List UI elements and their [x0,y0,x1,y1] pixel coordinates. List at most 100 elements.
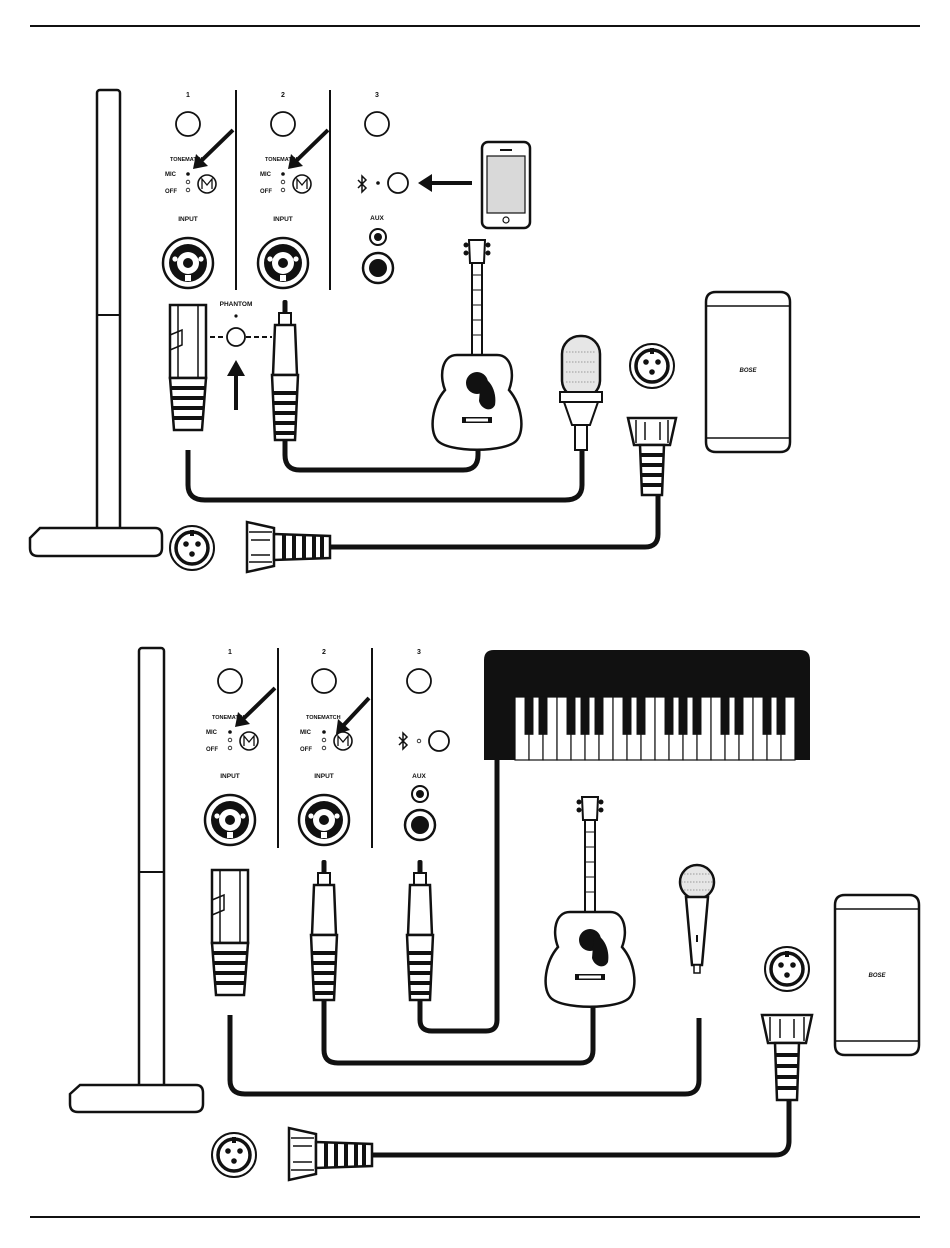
volume-knob[interactable] [312,669,336,693]
arrow-icon [293,130,328,164]
led [186,180,190,184]
tonematch-m-icon[interactable] [334,732,352,750]
keyboard-icon [484,650,810,760]
arrow-icon [341,698,369,728]
black-key [777,697,786,735]
black-key [595,697,604,735]
speaker-logo: BOSE [739,368,757,374]
off-label: OFF [260,189,272,195]
combo-input-jack[interactable] [258,238,308,288]
input-label: INPUT [314,773,334,780]
bluetooth-icon [399,733,407,749]
xlr-connector-icon [212,870,248,995]
phantom-led [234,314,237,317]
black-key [525,697,534,735]
acoustic-guitar-icon [433,240,522,450]
mic-cable [230,1015,699,1094]
led [281,180,285,184]
input-label: INPUT [273,216,293,223]
black-key [623,697,632,735]
channel-number: 1 [186,92,190,99]
combo-input-jack[interactable] [205,795,255,845]
volume-knob[interactable] [407,669,431,693]
mic-led [322,730,326,734]
quarter-inch-plug-icon [311,860,337,1000]
mic-label: MIC [165,172,177,178]
black-key [763,697,772,735]
speakon-connector-icon [289,1128,372,1180]
column-array-icon [30,90,162,556]
off-label: OFF [165,189,177,195]
off-led [281,188,285,192]
handheld-mic-icon [680,865,714,973]
black-key [735,697,744,735]
black-key [539,697,548,735]
black-key [679,697,688,735]
channel-number: 2 [322,649,326,656]
arrow-icon [418,174,432,192]
combo-input-jack[interactable] [163,238,213,288]
phantom-label: PHANTOM [220,301,253,308]
channel-number: 3 [417,649,421,656]
quarter-inch-plug-icon [272,300,298,440]
aux-label: AUX [412,773,426,780]
condenser-mic-icon [560,336,602,450]
speaker-cable [330,495,658,547]
input-label: INPUT [178,216,198,223]
keyboard-keys [515,697,795,760]
mic-led [281,172,285,176]
column-array-icon [70,648,203,1112]
off-label: OFF [300,747,312,753]
bluetooth-led [417,739,421,743]
combo-input-jack[interactable] [299,795,349,845]
off-led [228,746,232,750]
mic-label: MIC [206,730,218,736]
quarter-inch-plug-icon [407,860,433,1000]
black-key [665,697,674,735]
black-key [637,697,646,735]
arrow-icon [227,360,245,376]
off-led [186,188,190,192]
phantom-power-button[interactable] [227,328,245,346]
volume-knob[interactable] [271,112,295,136]
volume-knob[interactable] [218,669,242,693]
channel-number: 3 [375,92,379,99]
diagram-two: 1 2 3 TONEMATCH MIC OFF TONEMATCH MIC OF… [70,648,919,1180]
tonematch-m-icon[interactable] [293,175,311,193]
xlr-connector-icon [630,344,674,388]
tonematch-m-icon[interactable] [240,732,258,750]
mic-cable [188,450,582,500]
arrow-icon [198,130,233,164]
speakon-connector-icon [762,1015,812,1100]
diagram-one: 1 2 3 TONEMATCH MIC OFF TONEMATCH MIC OF… [30,90,790,572]
speaker-cable [370,1100,789,1155]
bluetooth-led [376,181,380,185]
mic-label: MIC [260,172,272,178]
led [322,738,326,742]
smartphone-icon [482,142,530,228]
speakon-connector-icon [247,522,330,572]
volume-knob[interactable] [365,112,389,136]
off-label: OFF [206,747,218,753]
input-label: INPUT [220,773,240,780]
mic-led [186,172,190,176]
bluetooth-pair-button[interactable] [429,731,449,751]
channel-number: 1 [228,649,232,656]
xlr-connector-icon [765,947,809,991]
bluetooth-pair-button[interactable] [388,173,408,193]
aux-label: AUX [370,215,384,222]
mic-led [228,730,232,734]
tonematch-label: TONEMATCH [306,715,341,721]
volume-knob[interactable] [176,112,200,136]
acoustic-guitar-icon [546,797,635,1007]
black-key [693,697,702,735]
tonematch-m-icon[interactable] [198,175,216,193]
speakon-connector-icon [628,418,676,495]
bluetooth-icon [358,176,366,192]
black-key [567,697,576,735]
off-led [322,746,326,750]
xlr-connector-icon [170,305,206,430]
arrow-icon [240,688,275,722]
channel-number: 2 [281,92,285,99]
